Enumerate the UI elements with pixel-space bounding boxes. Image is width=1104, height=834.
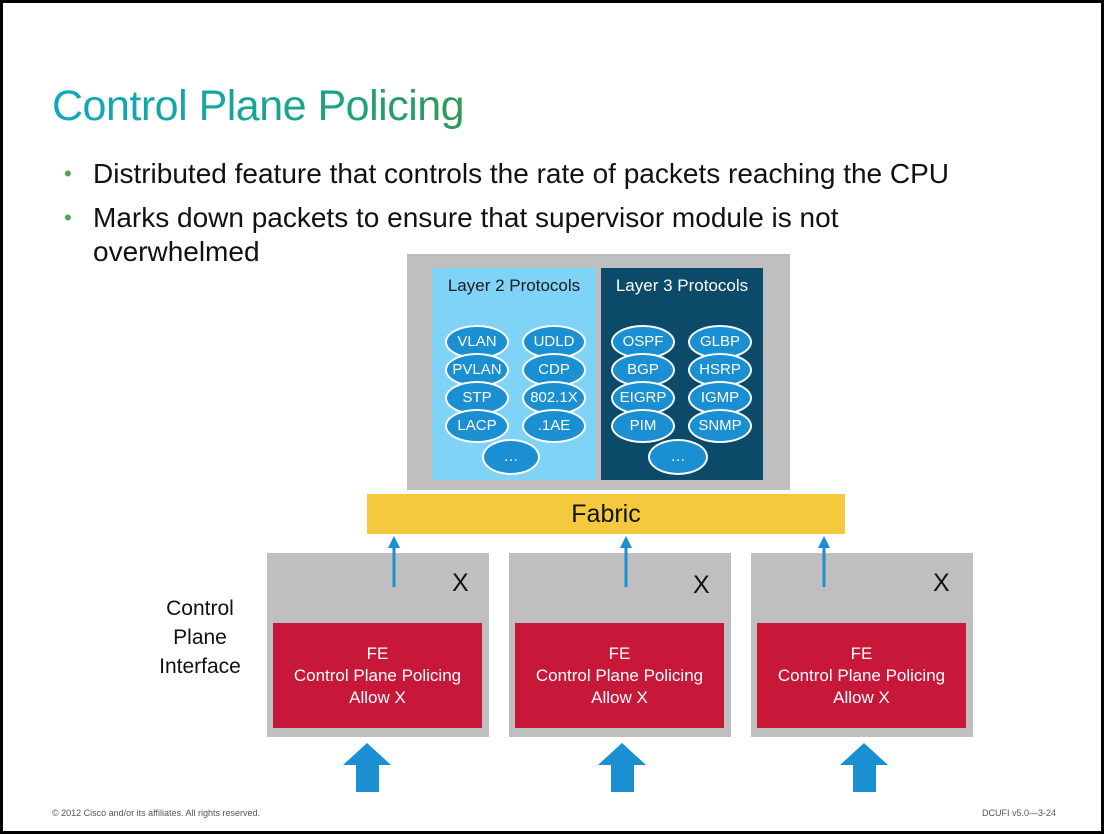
bullet-text: Distributed feature that controls the ra… [93,158,950,189]
fe-line: Control Plane Policing [777,666,946,685]
linecard-x-label: X [452,569,469,597]
fe-cpp-box: FE Control Plane Policing Allow X [273,623,482,728]
linecard-x-label: X [693,571,710,599]
bullet-text: Marks down packets to ensure that superv… [93,202,839,267]
arrow-up-icon [388,536,400,587]
fe-line: Allow X [349,688,406,707]
bullet-item: • Distributed feature that controls the r… [62,157,1052,191]
slide-title: Control Plane Policing [52,82,465,130]
cpi-label-line: Plane [173,626,227,649]
footer-copyright: © 2012 Cisco and/or its affiliates. All … [52,808,261,818]
layer3-title: Layer 3 Protocols [615,276,749,295]
bullet-list: • Distributed feature that controls the r… [62,157,1052,279]
protocol-oval-ospf: OSPF [611,325,675,359]
layer2-title: Layer 2 Protocols [447,276,581,295]
arrow-up-icon [818,536,830,587]
cpi-label-line: Interface [159,655,241,678]
protocol-oval-lacp: LACP [445,409,509,443]
protocol-oval-eigrp: EIGRP [611,381,675,415]
bullet-item: • Marks down packets to ensure that super… [62,201,923,269]
protocol-oval-pim: PIM [611,409,675,443]
fe-line: FE [608,644,631,663]
protocol-oval-snmp: SNMP [688,409,752,443]
thick-arrow-up-icon [598,743,646,792]
fe-cpp-box: FE Control Plane Policing Allow X [515,623,724,728]
thick-arrow-up-icon [343,743,391,792]
fe-line: Control Plane Policing [293,666,462,685]
fe-line: Control Plane Policing [535,666,704,685]
fe-line: Allow X [833,688,890,707]
bullet-dot-icon: • [64,205,72,230]
control-plane-interface-label: Control Plane Interface [140,594,260,681]
footer-course-code: DCUFI v5.0—3-24 [982,808,1057,818]
protocol-oval-glbp: GLBP [688,325,752,359]
fe-line: FE [850,644,873,663]
protocol-oval-more: … [482,439,540,475]
arrow-up-icon [620,536,632,587]
fabric-bar: Fabric [367,494,845,534]
linecard-x-label: X [933,569,950,597]
fe-line: FE [366,644,389,663]
protocol-oval-1ae: .1AE [522,409,586,443]
bullet-dot-icon: • [64,161,72,186]
thick-arrow-up-icon [840,743,888,792]
fe-cpp-box: FE Control Plane Policing Allow X [757,623,966,728]
cpi-label-line: Control [166,597,234,620]
fe-line: Allow X [591,688,648,707]
protocol-oval-more: … [648,439,708,475]
protocol-oval-stp: STP [445,381,509,415]
